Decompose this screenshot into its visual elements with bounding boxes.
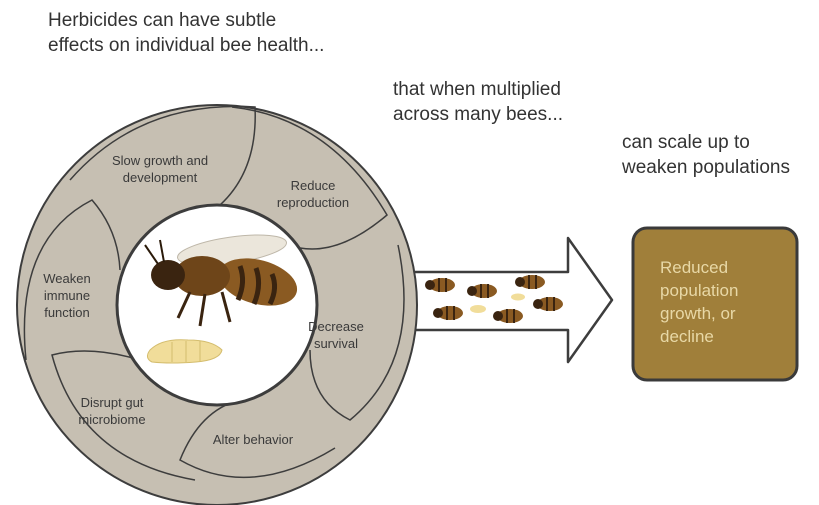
arrow-right-icon (408, 238, 612, 362)
effect-slow-growth: Slow growth and development (100, 152, 220, 186)
caption-multiplied: that when multiplied across many bees... (393, 77, 563, 127)
effect-decrease-survival: Decrease survival (296, 318, 376, 352)
small-bee-icon (533, 297, 563, 311)
small-larva-icon (511, 294, 525, 301)
small-bee-icon (467, 284, 497, 298)
inner-circle (117, 205, 317, 405)
effect-weaken-immune-function: Weaken immune function (22, 270, 112, 321)
small-bee-icon (493, 309, 523, 323)
small-bee-icon (433, 306, 463, 320)
effect-disrupt-gut-microbiome: Disrupt gut microbiome (62, 394, 162, 428)
effect-alter-behavior: Alter behavior (198, 431, 308, 448)
effect-reduce-reproduction: Reduce reproduction (258, 177, 368, 211)
small-larva-icon (470, 305, 486, 313)
outcome-label: Reduced population growth, or decline (660, 256, 785, 348)
small-bee-icon (425, 278, 455, 292)
caption-scale: can scale up to weaken populations (622, 130, 790, 180)
small-bee-icon (515, 275, 545, 289)
caption-individual: Herbicides can have subtle effects on in… (48, 8, 324, 58)
